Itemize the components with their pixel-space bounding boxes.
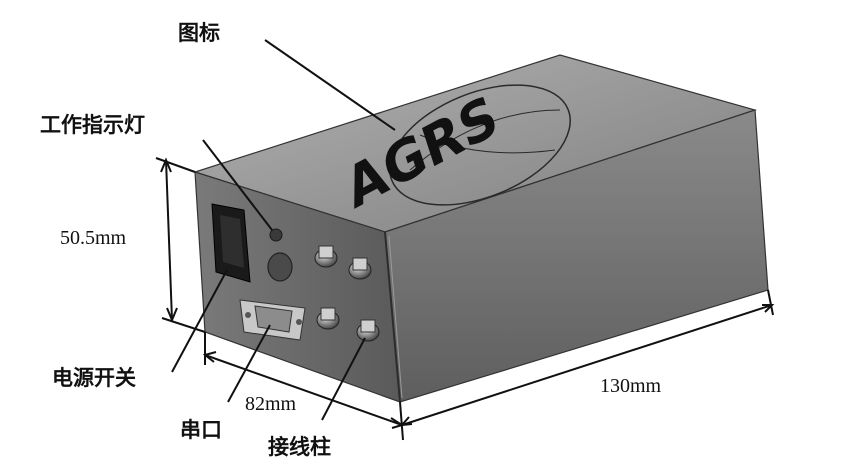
panel-hole	[267, 252, 293, 282]
terminal-posts	[314, 245, 380, 342]
logo-globe-icon	[389, 84, 571, 206]
label-icon: 图标	[178, 21, 220, 45]
power-switch-leader	[171, 269, 228, 373]
length-dim-line	[401, 304, 773, 426]
label-indicator-light: 工作指示灯	[40, 113, 145, 137]
terminal-post	[314, 245, 338, 268]
label-power-switch: 电源开关	[52, 366, 136, 390]
serial-port	[239, 299, 306, 341]
device-box: AGRS	[193, 54, 769, 403]
dim-length-text: 130mm	[600, 375, 662, 397]
terminal-post	[348, 257, 372, 280]
leader-lines	[171, 39, 396, 421]
terminal-post	[316, 307, 340, 330]
width-dim-line	[204, 354, 403, 426]
label-serial-port: 串口	[180, 418, 222, 442]
terminal-post	[356, 319, 380, 342]
height-dim-line	[165, 159, 173, 321]
label-terminal-post: 接线柱	[268, 435, 331, 459]
power-switch	[211, 203, 251, 283]
dim-width-text: 82mm	[245, 393, 297, 415]
indicator-leader	[202, 139, 273, 231]
indicator-light	[269, 228, 283, 242]
icon-leader	[264, 39, 396, 131]
serial-port-leader	[227, 324, 271, 403]
terminal-leader	[321, 337, 366, 421]
dimension-lines	[155, 157, 775, 441]
dim-height-text: 50.5mm	[60, 227, 127, 249]
